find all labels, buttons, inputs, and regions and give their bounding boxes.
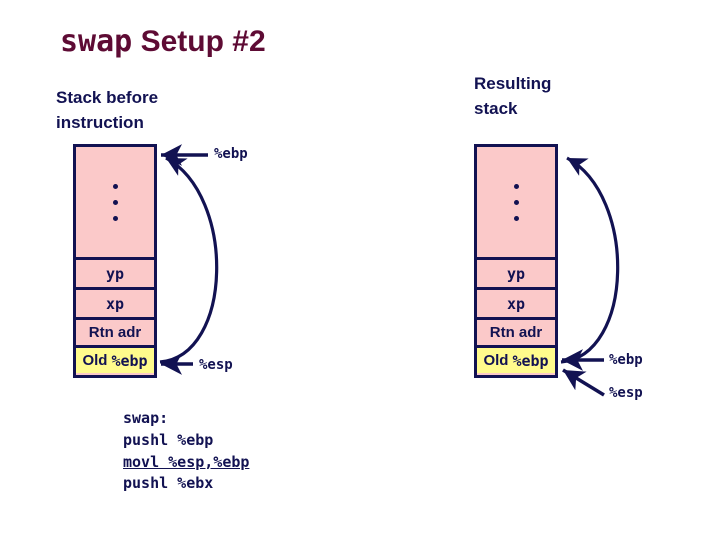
stack-cell-xp: xp — [76, 287, 154, 317]
arrow-esp-after — [562, 368, 605, 397]
code-line-1: pushl %ebp — [123, 430, 214, 449]
dot-icon — [112, 183, 118, 189]
page-title: swap Setup #2 — [60, 24, 266, 59]
assembly-code-block: swap: pushl %ebp movl %esp,%ebp pushl %e… — [123, 408, 249, 495]
dot-icon — [112, 215, 118, 221]
curve-saved-ebp-after — [560, 156, 620, 364]
stack-before-diagram: yp xp Rtn adr Old %ebp — [73, 144, 157, 378]
label-esp-before: %esp — [199, 357, 233, 373]
dot-icon — [513, 183, 519, 189]
old-register-label: %ebp — [512, 351, 549, 370]
stack-cell-yp: yp — [76, 257, 154, 287]
resulting-stack-diagram: yp xp Rtn adr Old %ebp — [474, 144, 558, 378]
stack-cell-rtn-adr: Rtn adr — [76, 317, 154, 345]
stack-cell-old-ebp: Old %ebp — [76, 345, 154, 373]
code-line-0: swap: — [123, 409, 169, 427]
page-title-sans: Setup #2 — [132, 25, 266, 58]
stack-cell-dots — [76, 147, 154, 257]
heading-resulting-stack: Resulting stack — [474, 74, 552, 118]
stack-cell-rtn-adr: Rtn adr — [477, 317, 555, 345]
curve-saved-ebp-before — [159, 156, 219, 364]
page-title-mono: swap — [60, 24, 133, 59]
code-line-2: movl %esp,%ebp — [123, 452, 250, 471]
old-label: Old — [483, 352, 509, 369]
old-register-label: %ebp — [111, 351, 148, 370]
dot-icon — [112, 199, 118, 205]
heading-stack-before: Stack before instruction — [56, 88, 159, 132]
label-ebp-after: %ebp — [609, 352, 643, 368]
stack-cell-old-ebp: Old %ebp — [477, 345, 555, 373]
label-esp-after: %esp — [609, 385, 643, 401]
stack-cell-yp: yp — [477, 257, 555, 287]
old-label: Old — [82, 352, 108, 369]
dot-icon — [513, 199, 519, 205]
stack-cell-dots — [477, 147, 555, 257]
dot-icon — [513, 215, 519, 221]
label-ebp-before: %ebp — [214, 146, 248, 162]
stack-cell-xp: xp — [477, 287, 555, 317]
code-line-3: pushl %ebx — [123, 474, 214, 493]
